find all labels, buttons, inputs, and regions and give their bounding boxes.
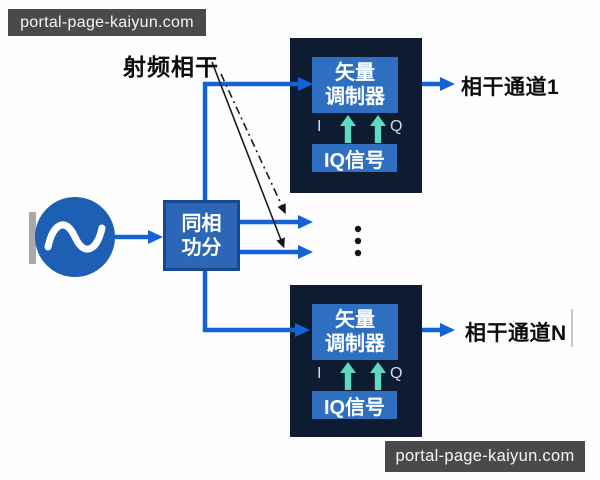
q-up-arrow-icon: [370, 362, 386, 390]
vector-modulator-box: 矢量 调制器: [312, 304, 398, 360]
vector-modulator-box: 矢量 调制器: [312, 57, 398, 113]
modulator-label-line1: 矢量: [335, 62, 375, 84]
watermark-bottom-text: portal-page-kaiyun.com: [395, 447, 575, 465]
i-up-arrow-icon: [340, 115, 356, 143]
iq-signal-label: IQ信号: [323, 396, 386, 419]
q-label: Q: [390, 365, 403, 382]
iq-signal-label: IQ信号: [323, 149, 386, 172]
output-label-channel-1: 相干通道1: [461, 76, 560, 99]
modulator-label-line2: 调制器: [325, 86, 385, 108]
divider-to-bottom-module-arrow: [202, 271, 310, 337]
q-label: Q: [390, 118, 403, 135]
i-up-arrow-icon: [340, 362, 356, 390]
inphase-power-divider: 同相 功分: [163, 200, 240, 271]
modulator-label-line2: 调制器: [325, 333, 385, 355]
rf-coherent-label: 射频相干: [123, 54, 219, 80]
vertical-ellipsis-icon: [354, 225, 362, 257]
signal-source: [35, 197, 115, 277]
watermark-top: portal-page-kaiyun.com: [8, 9, 206, 36]
vector-modulator-module-n: 矢量 调制器 I Q IQ信号: [290, 285, 422, 437]
sine-wave-icon: [44, 221, 106, 253]
i-label: I: [317, 118, 322, 135]
text-cursor-artifact: [571, 309, 573, 347]
divider-label-line1: 同相: [181, 212, 222, 235]
divider-label-line2: 功分: [181, 236, 222, 259]
iq-signal-box: IQ信号: [312, 144, 397, 172]
vector-modulator-module-1: 矢量 调制器 I Q IQ信号: [290, 38, 422, 193]
i-label: I: [317, 365, 322, 382]
divider-to-top-module-arrow: [202, 77, 313, 200]
left-gray-bar: [29, 212, 36, 264]
annotation-arrow-dashdot: [220, 73, 286, 215]
watermark-top-text: portal-page-kaiyun.com: [20, 13, 194, 31]
modulator-label-line1: 矢量: [335, 309, 375, 331]
q-up-arrow-icon: [370, 115, 386, 143]
watermark-bottom: portal-page-kaiyun.com: [385, 441, 585, 472]
output-label-channel-n: 相干通道N: [465, 322, 567, 345]
iq-signal-box: IQ信号: [312, 391, 397, 419]
